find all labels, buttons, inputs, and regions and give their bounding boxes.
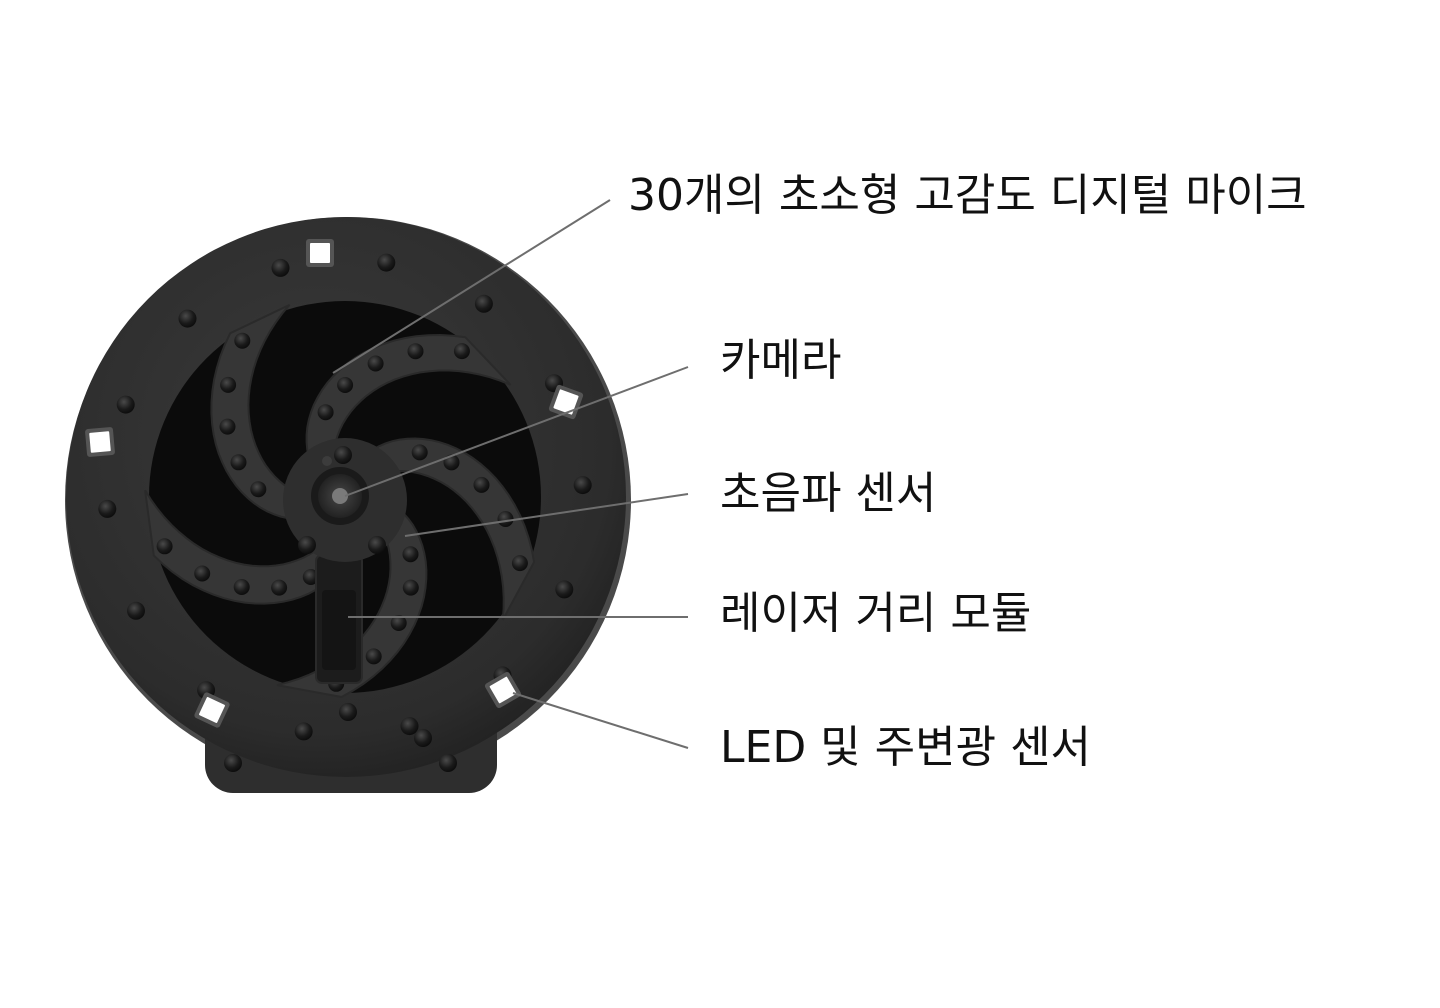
microphone-hole	[453, 343, 470, 360]
spiral-arm	[276, 507, 428, 699]
callout-labels: 30개의 초소형 고감도 디지털 마이크 카메라 초음파 센서 레이저 거리 모…	[628, 170, 1307, 773]
microphone-hole	[250, 481, 267, 498]
microphone-hole	[220, 376, 237, 393]
rim-hole	[377, 253, 396, 272]
leader-line-microphones	[332, 199, 611, 374]
rim-hole	[400, 717, 419, 736]
rim-hole	[98, 499, 117, 518]
microphone-hole	[511, 555, 528, 572]
rim-hole	[555, 580, 574, 599]
led-window	[484, 671, 522, 709]
label-ultrasonic-sensor: 초음파 센서	[720, 468, 936, 519]
rim-hole	[573, 476, 592, 495]
microphone-hole	[233, 579, 250, 595]
led-window	[306, 239, 334, 267]
spiral-arm	[371, 437, 536, 621]
microphone-hole	[219, 418, 236, 435]
microphone-hole	[497, 511, 514, 527]
base-screw	[414, 729, 432, 747]
label-microphones: 30개의 초소형 고감도 디지털 마이크	[628, 170, 1307, 221]
spiral-arm	[305, 333, 512, 458]
rim-hole	[127, 601, 145, 620]
device-body	[65, 217, 631, 793]
microphone-holes	[98, 253, 592, 772]
ultrasonic-transducer	[368, 536, 386, 554]
base-screw	[339, 703, 357, 721]
leader-lines	[332, 199, 689, 749]
ultrasonic-transducer	[298, 536, 316, 554]
microphone-hole	[473, 476, 490, 493]
microphone-hole	[302, 569, 319, 585]
leader-line-camera	[344, 366, 689, 497]
label-camera: 카메라	[720, 335, 841, 386]
microphone-hole	[402, 546, 419, 563]
leader-line-ultrasonic	[404, 493, 689, 537]
laser-module	[315, 554, 363, 684]
leader-line-led	[512, 692, 689, 749]
label-led-ambient-sensor: LED 및 주변광 센서	[720, 722, 1091, 773]
rim-hole	[178, 309, 197, 328]
spiral-arms	[144, 303, 536, 699]
microphone-hole	[317, 404, 334, 421]
rim-hole	[474, 294, 493, 313]
microphone-hole	[194, 565, 211, 582]
sensor-dot	[322, 456, 332, 466]
microphone-hole	[271, 579, 288, 596]
microphone-hole	[337, 377, 354, 393]
microphone-hole	[390, 615, 407, 631]
sensor-dot	[334, 446, 352, 464]
microphone-hole	[411, 444, 428, 461]
led-window	[85, 427, 115, 457]
camera-lens	[311, 467, 369, 525]
rim-hole	[116, 395, 135, 414]
base-screw	[224, 754, 242, 772]
led-window	[194, 692, 230, 728]
microphone-hole	[365, 648, 382, 665]
microphone-hole	[402, 579, 419, 596]
microphone-hole	[367, 355, 384, 372]
microphone-hole	[234, 332, 251, 349]
rim-hole	[271, 258, 290, 277]
base-screw	[439, 754, 457, 772]
microphone-hole	[230, 454, 247, 471]
label-laser-module: 레이저 거리 모듈	[720, 588, 1031, 639]
microphone-hole	[407, 343, 424, 360]
rim-hole	[294, 722, 313, 741]
microphone-hole	[156, 538, 173, 555]
